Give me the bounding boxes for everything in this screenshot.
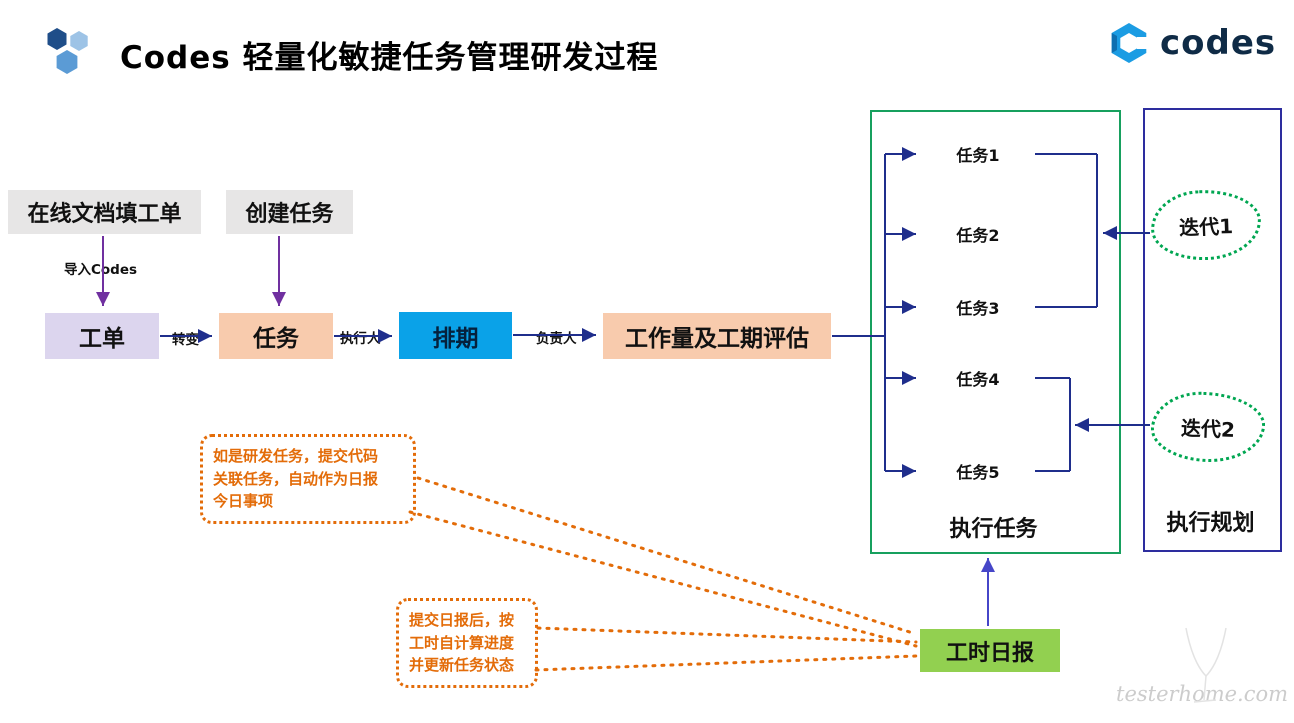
- ticket-box: 工单: [45, 313, 159, 359]
- executor-label: 执行人: [340, 331, 381, 347]
- schedule-box: 排期: [399, 312, 512, 359]
- planning-container: [1143, 108, 1282, 552]
- planning-label: 执行规划: [1166, 511, 1255, 536]
- watermark: testerhome.com: [1116, 682, 1289, 706]
- task-box: 任务: [219, 313, 333, 359]
- execution-label: 执行任务: [949, 517, 1038, 542]
- evaluation-box: 工作量及工期评估: [603, 313, 831, 359]
- task-item-4: 任务4: [956, 370, 1000, 389]
- owner-label: 负责人: [536, 331, 577, 347]
- transform-label: 转变: [172, 332, 199, 348]
- task-item-5: 任务5: [956, 463, 1000, 482]
- doc-ticket-box: 在线文档填工单: [8, 190, 201, 234]
- page-title: Codes 轻量化敏捷任务管理研发过程: [120, 40, 659, 76]
- task-item-3: 任务3: [956, 299, 1000, 318]
- import-codes-label: 导入Codes: [64, 262, 138, 278]
- daily-report-box: 工时日报: [920, 629, 1060, 672]
- create-task-box: 创建任务: [226, 190, 353, 234]
- app-logo-icon: [47, 28, 88, 74]
- brand-logo: codes: [1106, 20, 1276, 66]
- codes-brand-icon: [1111, 23, 1152, 63]
- callout-code-link: 如是研发任务，提交代码 关联任务，自动作为日报 今日事项: [200, 434, 416, 524]
- task-item-2: 任务2: [956, 226, 1000, 245]
- task-item-1: 任务1: [956, 146, 1000, 165]
- execution-container: [870, 110, 1121, 554]
- brand-name: codes: [1160, 23, 1277, 63]
- callout-progress: 提交日报后，按 工时自计算进度 并更新任务状态: [396, 598, 538, 688]
